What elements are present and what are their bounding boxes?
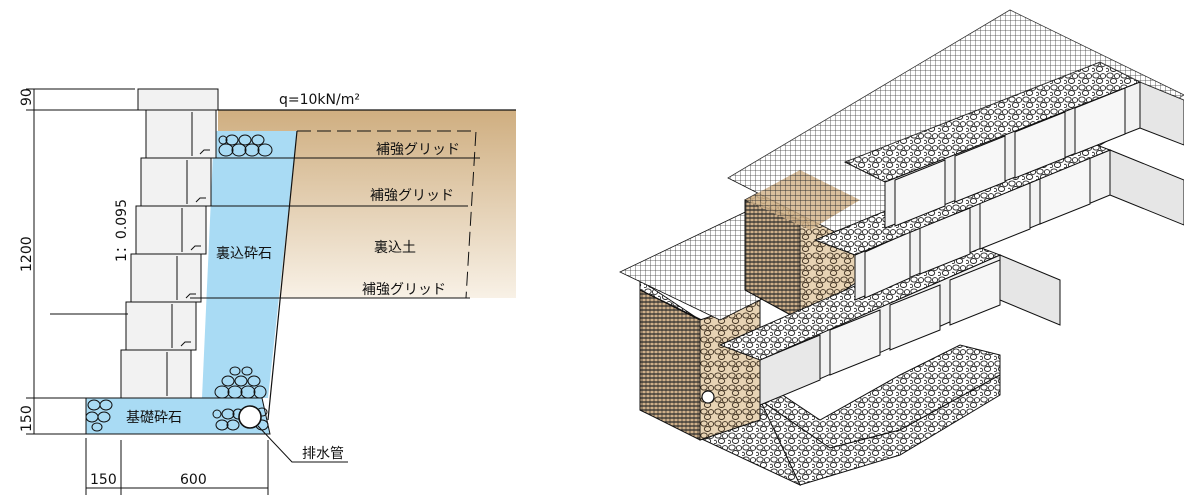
base-gravel-area — [85, 397, 271, 435]
dim-base-height: 150 — [19, 405, 35, 432]
dimension-lines — [26, 88, 269, 495]
dim-wall-height: 1200 — [19, 236, 35, 272]
cap-block — [137, 88, 219, 111]
pebble-cluster-top — [218, 134, 273, 157]
pebble-cluster-bottom — [214, 366, 267, 399]
geogrid-dashed-boundary — [297, 130, 477, 299]
iso-wall-blocks — [718, 61, 1184, 406]
geogrid-label-mid: 補強グリッド — [370, 188, 454, 204]
backfill-gravel-area — [202, 131, 297, 398]
base-gravel-label: 基礎砕石 — [126, 409, 182, 426]
iso-soil-block — [639, 289, 701, 441]
geogrid-label-top: 補強グリッド — [376, 142, 460, 158]
drain-pipe-icon — [238, 405, 262, 429]
batter-label: 1：0.095 — [114, 199, 130, 262]
pebble-cluster-base-left — [85, 399, 113, 432]
dim-cap-height: 90 — [19, 88, 35, 106]
load-label: q=10kN/m² — [279, 92, 360, 108]
isometric-wall-illustration — [619, 9, 1184, 487]
geogrid-label-bottom: 補強グリッド — [362, 282, 446, 298]
backfill-soil-label: 裏込土 — [374, 239, 416, 256]
backfill-gravel-label: 裏込砕石 — [216, 245, 272, 262]
iso-drain-pipe-icon — [701, 390, 715, 404]
wall-blocks — [120, 109, 217, 399]
dim-base-width: 600 — [180, 472, 207, 488]
drain-pipe-label: 排水管 — [302, 446, 344, 462]
cross-section-diagram: 90 1200 150 150 600 1：0.095 q=10kN/m² 補強… — [19, 88, 516, 495]
dim-base-offset: 150 — [90, 472, 117, 488]
